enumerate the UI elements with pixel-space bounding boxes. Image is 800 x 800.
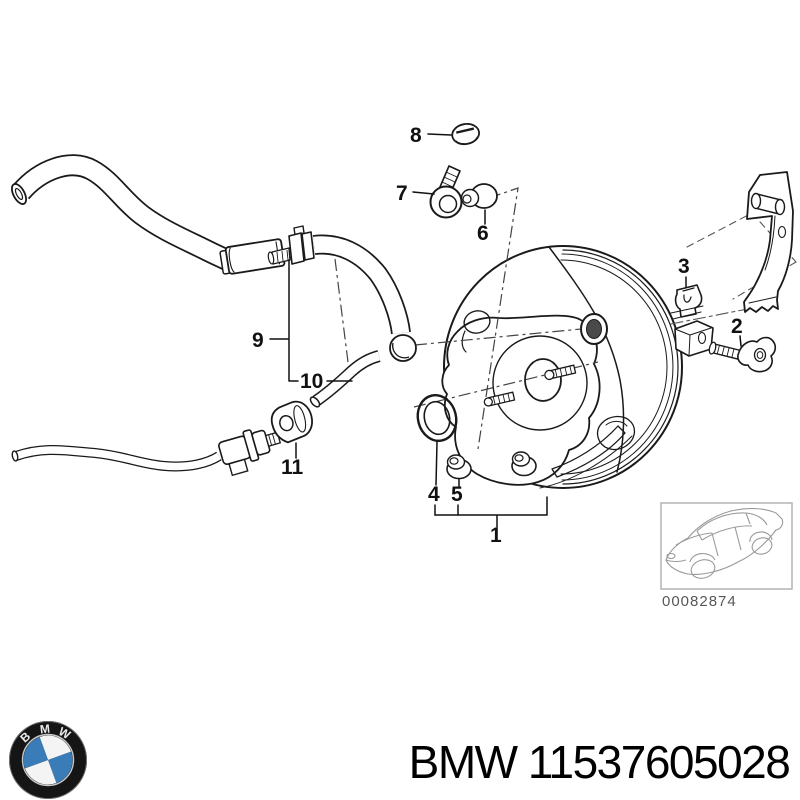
callout-10: 10 (300, 370, 323, 393)
callout-2: 2 (731, 315, 743, 338)
mounting-studs (483, 364, 577, 407)
cap-part (451, 123, 480, 146)
callout-6: 6 (477, 222, 489, 245)
lower-hose-assembly (11, 400, 313, 477)
face-nut (511, 451, 537, 477)
callout-3: 3 (678, 255, 690, 278)
callout-11: 11 (281, 456, 304, 479)
callout-7: 7 (396, 182, 408, 205)
image-code: 00082874 (662, 593, 737, 610)
bolt-part (429, 165, 463, 219)
callout-9: 9 (252, 329, 264, 352)
hose-ball-fitting (389, 334, 417, 362)
mounting-bracket (674, 320, 714, 357)
bmw-logo: B M W (9, 721, 87, 799)
bracket-assembly (670, 171, 797, 373)
vacuum-hose-assembly (11, 154, 417, 408)
callout-8: 8 (410, 124, 422, 147)
car-thumbnail: 00082874 (660, 502, 793, 610)
o-ring-part (416, 394, 458, 442)
clip-part (670, 284, 704, 320)
callout-labels: 1 2 3 4 5 6 7 8 9 10 11 (252, 124, 743, 547)
hose-clamp (267, 225, 315, 265)
bolt-lever-part (708, 336, 777, 373)
bmw-logo-quadrants (23, 735, 73, 785)
part-title: BMW 11537605028 (409, 736, 790, 788)
car-thumbnail-box (660, 502, 793, 590)
callout-4: 4 (428, 483, 440, 506)
grommet-part (460, 183, 498, 209)
callout-1: 1 (490, 524, 502, 547)
brake-booster-drawing (441, 245, 683, 489)
bmw-logo-letter-m: M (39, 722, 50, 737)
check-valve (218, 429, 282, 477)
leader-lines (334, 187, 599, 450)
callout-leaders (269, 133, 742, 528)
car-icon (665, 508, 784, 579)
nut-part (446, 454, 472, 480)
grommet-11 (270, 400, 313, 444)
callout-5: 5 (451, 483, 463, 506)
support-bracket (743, 171, 794, 313)
